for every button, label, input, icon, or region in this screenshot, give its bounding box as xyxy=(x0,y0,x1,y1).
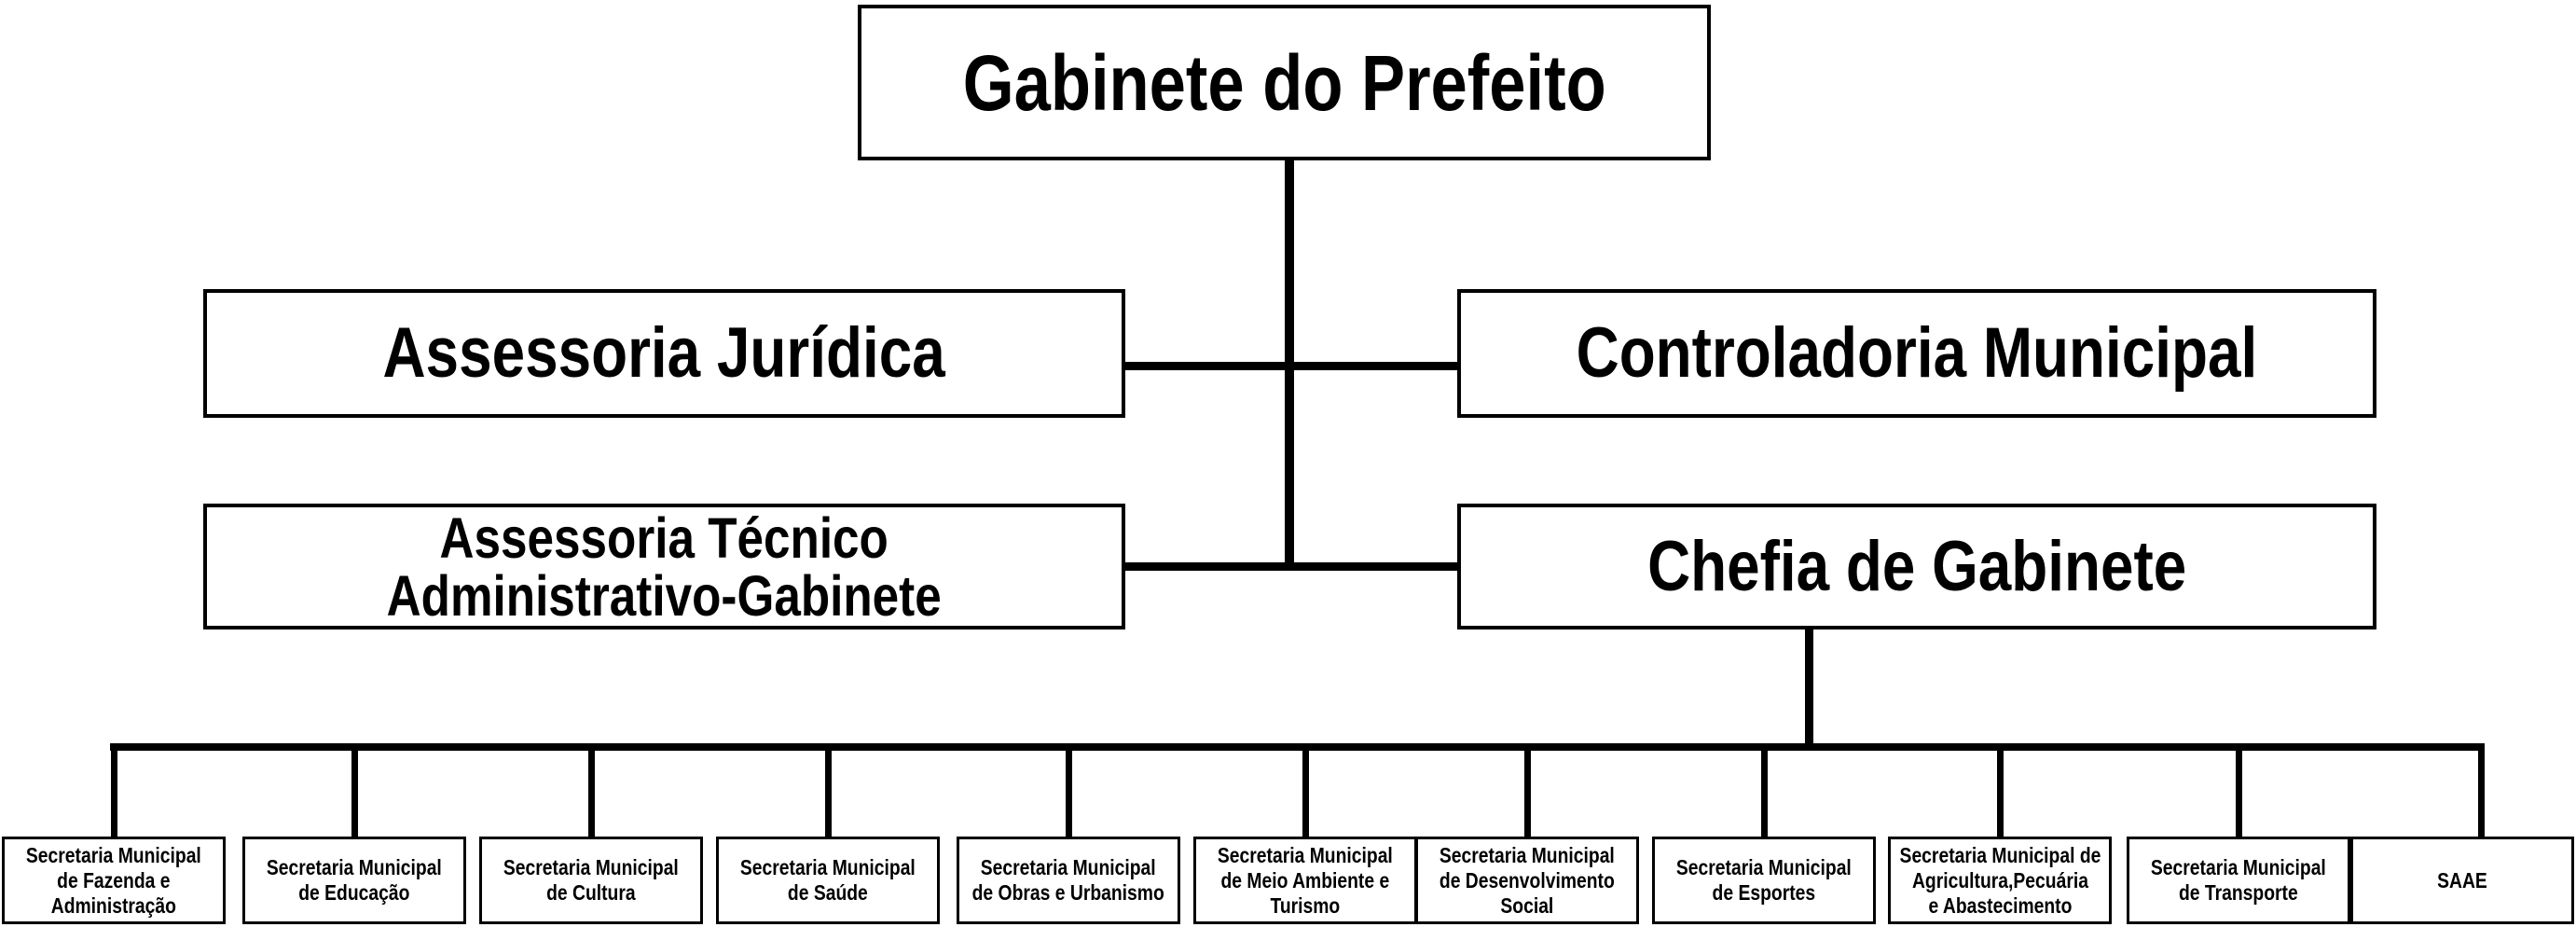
org-node-label: Gabinete do Prefeito xyxy=(962,38,1606,127)
org-node-label: Chefia de Gabinete xyxy=(1646,526,2187,606)
org-node-label: Secretaria Municipal de Cultura xyxy=(503,855,679,905)
org-node-label: SAAE xyxy=(2437,867,2487,892)
org-node-assessoria-juridica: Assessoria Jurídica xyxy=(203,289,1125,418)
org-node-label: Secretaria Municipal de Esportes xyxy=(1676,855,1852,905)
connector-drop-6 xyxy=(1302,743,1309,837)
org-node-sec-esportes: Secretaria Municipal de Esportes xyxy=(1652,837,1876,924)
org-node-sec-fazenda-administracao: Secretaria Municipal de Fazenda e Admini… xyxy=(2,837,226,924)
org-node-sec-saude: Secretaria Municipal de Saúde xyxy=(716,837,940,924)
org-node-label: Secretaria Municipal de Agricultura,Pecu… xyxy=(1899,842,2101,918)
org-node-assessoria-tecnico-administrativo: Assessoria Técnico Administrativo-Gabine… xyxy=(203,504,1125,630)
org-node-controladoria-municipal: Controladoria Municipal xyxy=(1457,289,2376,418)
connector-chefia-drop xyxy=(1805,627,1813,749)
org-node-sec-meio-ambiente-turismo: Secretaria Municipal de Meio Ambiente e … xyxy=(1193,837,1417,924)
org-node-label: Secretaria Municipal de Desenvolvimento … xyxy=(1440,842,1615,918)
org-node-label: Assessoria Jurídica xyxy=(382,313,946,393)
org-node-chefia-de-gabinete: Chefia de Gabinete xyxy=(1457,504,2376,630)
connector-row2-horizontal xyxy=(1122,562,1461,571)
connector-drop-11 xyxy=(2478,743,2485,837)
org-node-label: Secretaria Municipal de Meio Ambiente e … xyxy=(1218,842,1393,918)
org-node-label: Controladoria Municipal xyxy=(1576,313,2258,393)
connector-drop-3 xyxy=(588,743,595,837)
connector-drop-10 xyxy=(2236,743,2242,837)
org-node-saae: SAAE xyxy=(2350,837,2574,924)
org-node-label: Secretaria Municipal de Educação xyxy=(267,855,442,905)
org-node-label: Secretaria Municipal de Saúde xyxy=(740,855,916,905)
org-node-sec-desenvolvimento-social: Secretaria Municipal de Desenvolvimento … xyxy=(1415,837,1639,924)
org-node-sec-transporte: Secretaria Municipal de Transporte xyxy=(2127,837,2350,924)
org-node-label: Secretaria Municipal de Transporte xyxy=(2151,855,2326,905)
org-node-sec-educacao: Secretaria Municipal de Educação xyxy=(242,837,466,924)
org-node-label: Secretaria Municipal de Fazenda e Admini… xyxy=(26,842,201,918)
connector-drop-9 xyxy=(1997,743,2004,837)
connector-drop-4 xyxy=(825,743,832,837)
connector-drop-7 xyxy=(1524,743,1531,837)
org-node-gabinete-do-prefeito: Gabinete do Prefeito xyxy=(858,5,1711,160)
org-node-label: Secretaria Municipal de Obras e Urbanism… xyxy=(971,855,1165,905)
org-node-sec-cultura: Secretaria Municipal de Cultura xyxy=(479,837,703,924)
connector-bus xyxy=(110,743,2485,751)
connector-drop-2 xyxy=(351,743,358,837)
connector-drop-5 xyxy=(1066,743,1072,837)
connector-row1-horizontal xyxy=(1122,362,1461,370)
org-node-sec-obras-urbanismo: Secretaria Municipal de Obras e Urbanism… xyxy=(957,837,1180,924)
org-node-label: Assessoria Técnico Administrativo-Gabine… xyxy=(386,505,943,628)
connector-drop-8 xyxy=(1761,743,1768,837)
org-node-sec-agricultura-pecuaria-abastecimento: Secretaria Municipal de Agricultura,Pecu… xyxy=(1888,837,2112,924)
connector-drop-1 xyxy=(111,743,117,837)
